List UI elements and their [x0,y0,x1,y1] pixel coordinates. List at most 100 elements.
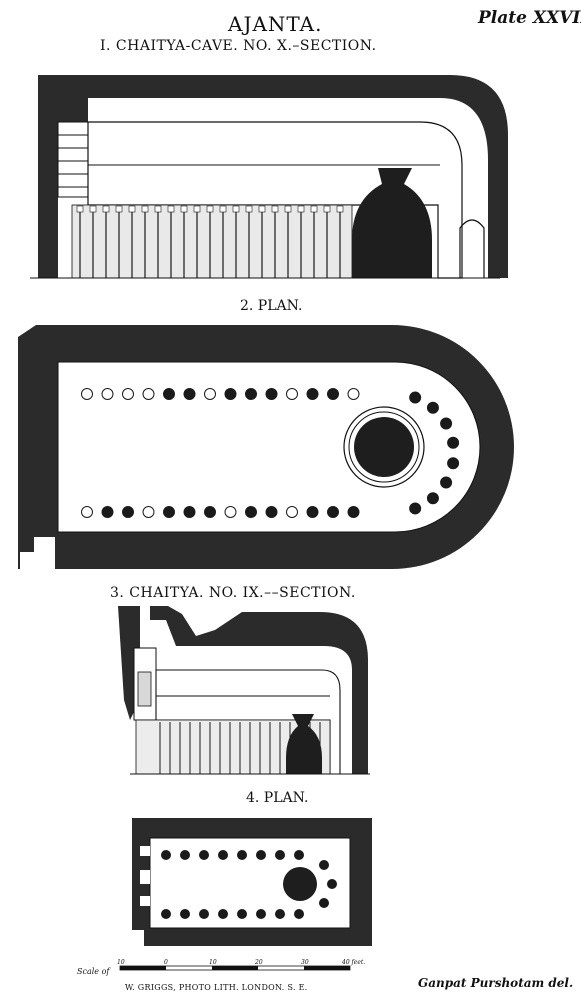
artist-credit: Ganpat Purshotam del. [418,976,574,990]
column-capital [271,205,279,213]
figure-4-plan [132,818,372,946]
pillar [218,909,228,919]
pillar [319,860,329,870]
pillar [447,457,460,470]
pillar [204,388,216,400]
figure-3-caption: 3. CHAITYA. NO. IX.––SECTION. [110,585,356,601]
pillar [327,879,337,889]
rock-mass-3 [118,606,368,774]
pillar [319,898,329,908]
scale-mark: 10 [117,959,125,966]
column-capital [219,205,227,213]
column-capital [206,205,214,213]
pillar [275,909,285,919]
pillar [447,436,460,449]
pillar [294,909,304,919]
column-capital [232,205,240,213]
column-capital [323,205,331,213]
pillar [161,909,171,919]
scale-bar [119,965,351,971]
pillar [199,850,209,860]
stupa-1 [352,168,432,278]
pillar [256,850,266,860]
pillar [409,391,422,404]
pillar [327,388,339,400]
pillar [142,388,155,400]
column-capital [141,205,149,213]
pillar [440,417,453,430]
column-capital [297,205,305,213]
pillar [347,388,360,400]
column-capital [245,205,253,213]
vault-1 [87,121,463,279]
pillar [237,909,247,919]
column-capital [128,205,136,213]
pillar [426,492,439,505]
column-capital [89,205,97,213]
pillar [142,506,155,518]
figure-1-caption: I. CHAITYA-CAVE. NO. X.–SECTION. [100,38,377,54]
pillar [237,850,247,860]
pillar [180,850,190,860]
scale-mark: 20 [255,959,263,966]
pillar [409,502,422,515]
scale-mark: 10 [209,959,217,966]
gap-4 [132,930,144,946]
pillar [101,506,114,518]
pillar [265,388,278,400]
pillar [286,506,298,518]
pillar [245,506,257,518]
pillar [163,506,175,518]
pillar [122,506,134,518]
column-capital [310,205,318,213]
colonnade-1 [71,204,353,279]
door-4a [140,846,150,856]
pillar [286,388,298,400]
column-capital [193,205,201,213]
pillar [183,506,196,518]
figure-3-section [118,606,370,775]
pillar [327,506,339,518]
column-capital [284,205,292,213]
pillar [122,388,134,400]
pillar [306,506,319,518]
facade-1 [57,121,89,198]
scale-mark: 40 feet. [342,959,366,966]
pillar [224,506,237,518]
column-capital [258,205,266,213]
pillar [81,506,93,518]
column-capital [336,205,344,213]
stupa-3 [286,714,322,774]
door-4b [140,870,150,884]
pillar [256,909,266,919]
pillar-ring-2 [81,388,460,518]
figure-4-caption: 4. PLAN. [246,790,309,806]
column-capital [167,205,175,213]
pillar [224,388,237,400]
stupa-plan-4 [283,867,317,901]
column-shafts-1 [76,205,344,278]
pillar [163,388,175,400]
column-capital [115,205,123,213]
plate-title: AJANTA. [228,12,323,36]
pillar [245,388,257,400]
pillar [440,476,453,489]
column-capital [102,205,110,213]
scale-mark: 30 [301,959,309,966]
figure-2-caption: 2. PLAN. [240,298,303,314]
scale-label: Scale of [77,967,110,976]
column-capital [76,205,84,213]
column-capital [180,205,188,213]
pillar [81,388,93,400]
pillar [275,850,285,860]
figure-niche-3 [137,671,152,707]
plate-number: Plate XXVIII. [478,8,581,28]
pillar [183,388,196,400]
door-4c [140,896,150,906]
pillar [199,909,209,919]
column-capital [154,205,162,213]
pillar [265,506,278,518]
pillar-ring-4 [161,850,337,919]
pillar [161,850,171,860]
